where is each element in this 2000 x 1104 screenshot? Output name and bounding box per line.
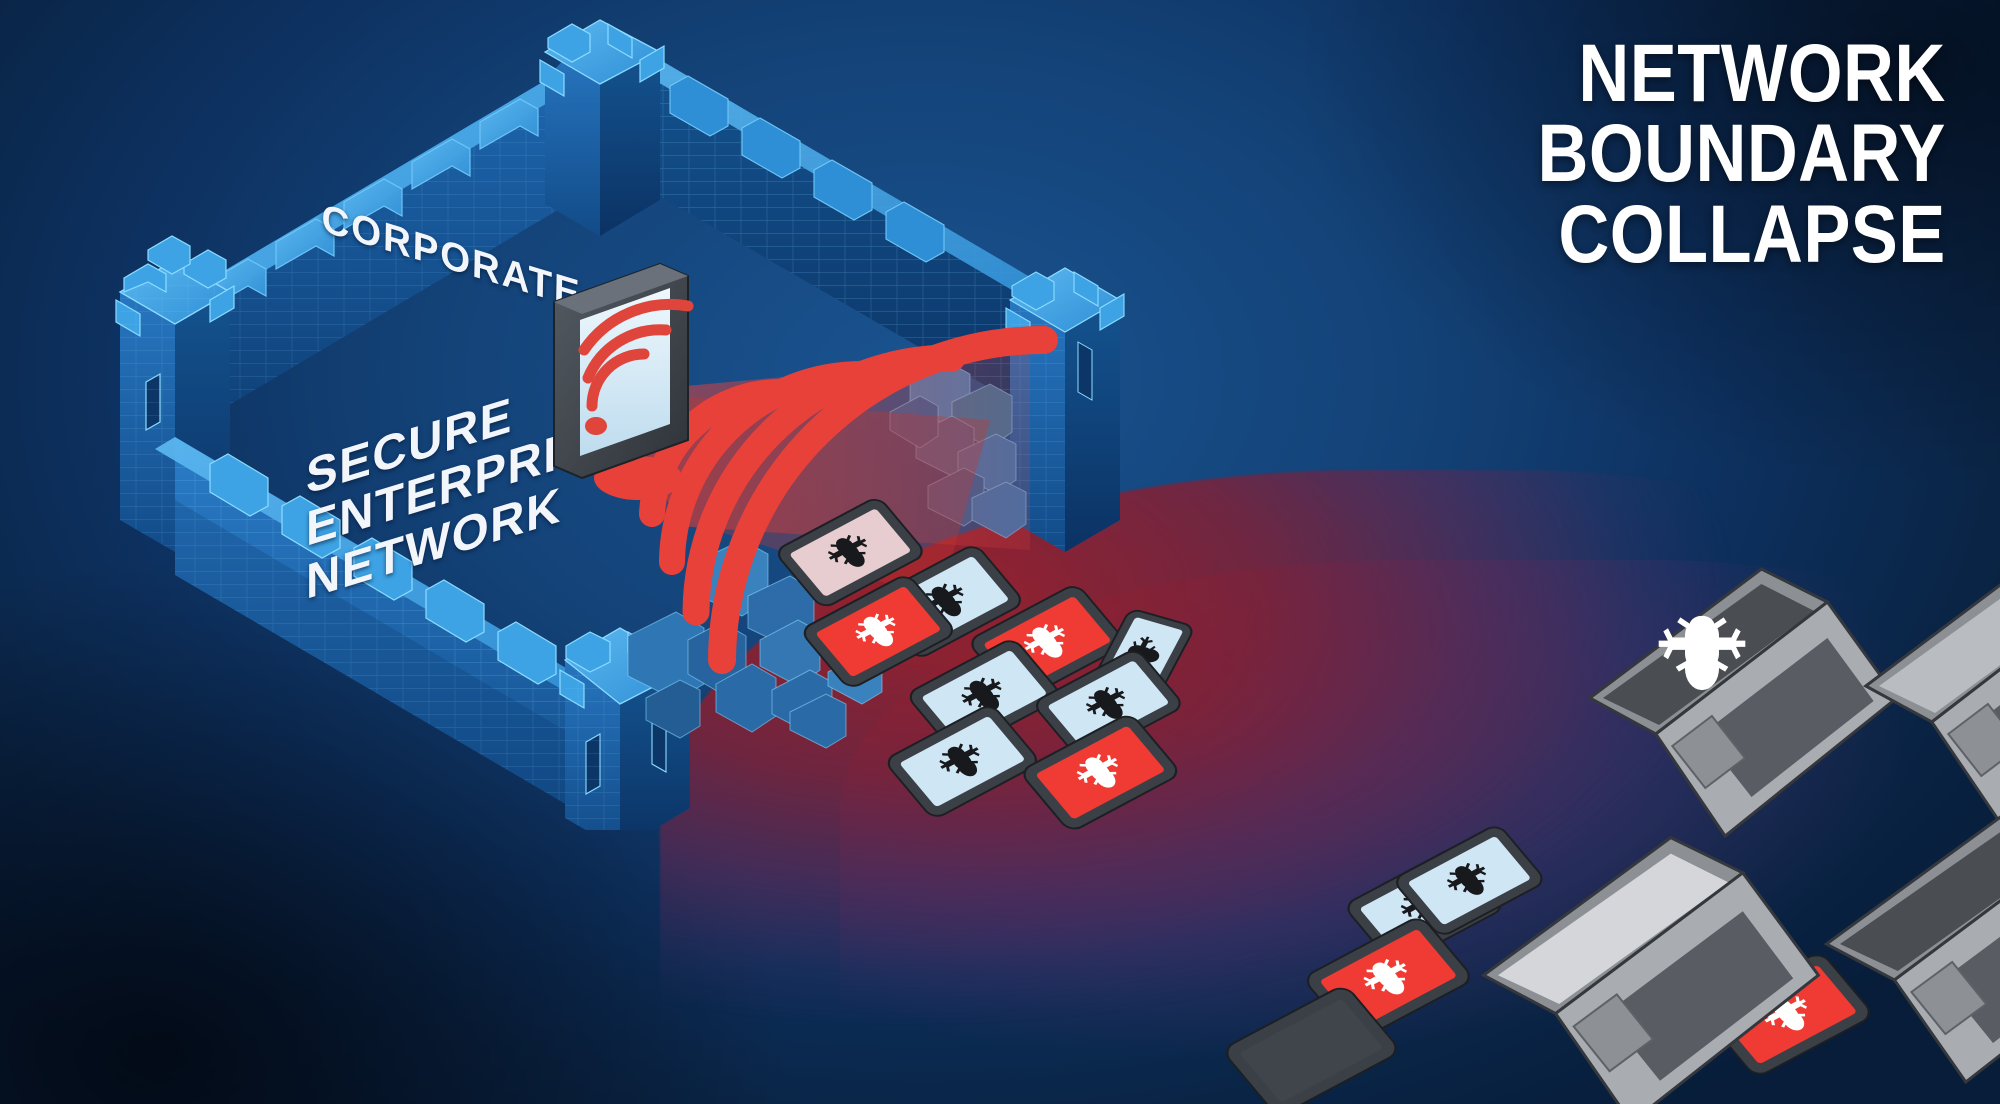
bug-icon [961, 677, 1002, 711]
castle-back-left-wall [175, 48, 620, 437]
bug-icon [939, 743, 980, 777]
page-title: NETWORK BOUNDARY COLLAPSE [1537, 28, 1946, 280]
bug-icon [1658, 615, 1746, 691]
bug-icon [1363, 959, 1407, 995]
castle-front-left-wall [155, 437, 620, 830]
castle-tower-back [539, 19, 665, 236]
title-line-2: BOUNDARY [1537, 108, 1946, 200]
bug-icon [1076, 753, 1119, 788]
infected-device-phone [1008, 704, 1195, 846]
infected-device-phone [873, 694, 1056, 832]
infected-laptop [1462, 828, 1822, 1104]
infected-laptop [1846, 548, 2000, 853]
bug-icon [1446, 862, 1487, 895]
title-line-3: COLLAPSE [1558, 188, 1946, 280]
infected-laptop [1806, 806, 2000, 1104]
tablet-device [520, 248, 720, 513]
infected-device-phone [1211, 975, 1416, 1104]
bug-icon [1085, 686, 1126, 719]
infected-device-phone [1381, 815, 1560, 951]
infected-laptop [1570, 560, 1900, 865]
title-line-1: NETWORK [1578, 28, 1946, 119]
